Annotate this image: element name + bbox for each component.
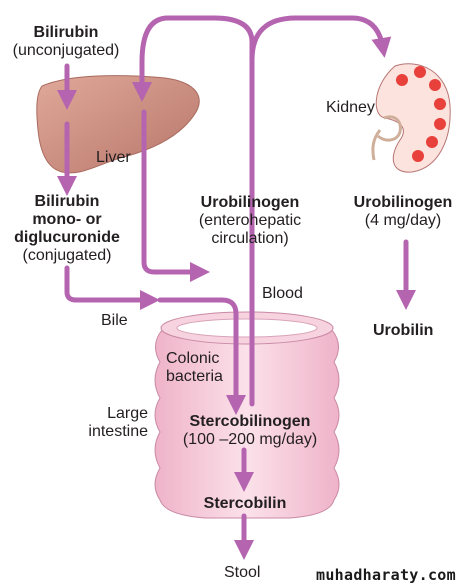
arrow-to-kidney	[249, 15, 392, 63]
liver-label: Liver	[96, 149, 131, 166]
bilirubin-conjugated-line2: mono- or	[32, 211, 102, 228]
bilirubin-unconjugated-sub: (unconjugated)	[12, 42, 120, 59]
arrow-enterohepatic-loop	[132, 15, 255, 407]
stercobilin-label: Stercobilin	[203, 495, 287, 512]
colonic-bacteria-line1: Colonic	[166, 350, 220, 367]
bilirubin-conjugated-line1: Bilirubin	[34, 193, 100, 210]
bilirubin-unconjugated-title: Bilirubin	[33, 24, 99, 41]
large-intestine-line2: intestine	[88, 423, 148, 440]
watermark: muhadharaty.com	[316, 566, 456, 584]
urobilinogen-ehc-title: Urobilinogen	[200, 194, 300, 211]
urobilin-label: Urobilin	[373, 322, 434, 339]
large-intestine-line1: Large	[107, 405, 148, 422]
urobilinogen-kidney-sub: (4 mg/day)	[364, 212, 442, 229]
stercobilinogen-sub: (100 –200 mg/day)	[182, 431, 318, 448]
arrow-blood-return	[141, 109, 210, 282]
urobilinogen-kidney-title: Urobilinogen	[353, 194, 453, 211]
blood-label: Blood	[262, 285, 303, 302]
bilirubin-conjugated-sub: (conjugated)	[22, 247, 112, 264]
urobilinogen-ehc-line3: circulation)	[211, 230, 289, 247]
colonic-bacteria-line2: bacteria	[166, 368, 223, 385]
urobilinogen-ehc-line2: (enterohepatic	[198, 212, 302, 229]
stool-label: Stool	[224, 564, 261, 581]
stercobilinogen-title: Stercobilinogen	[189, 413, 311, 430]
kidney-illustration	[371, 63, 451, 173]
large-intestine-illustration	[154, 311, 340, 519]
bile-label: Bile	[101, 312, 128, 329]
kidney-label: Kidney	[326, 99, 375, 116]
arrow-bile-to-intestine	[64, 265, 160, 310]
bilirubin-conjugated-line3: diglucuronide	[14, 229, 120, 246]
arrow-bile-to-stercobilinogen	[157, 297, 246, 415]
